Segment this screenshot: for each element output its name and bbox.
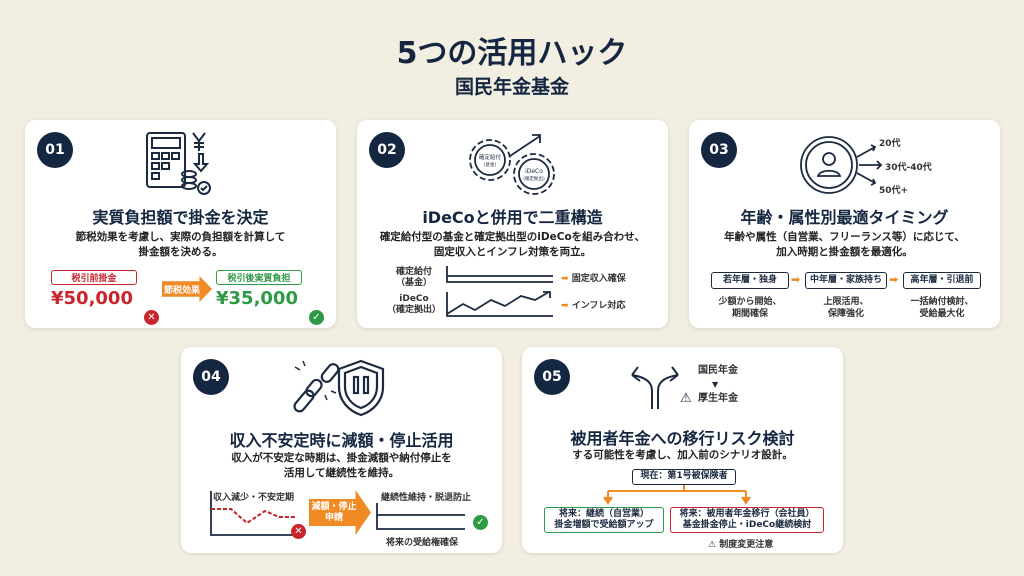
branch-connector bbox=[603, 485, 751, 505]
note-line1: 一括納付検討、 bbox=[910, 297, 974, 307]
warning-icon: ⚠ bbox=[708, 540, 720, 550]
arrow-icon: ➡ bbox=[561, 274, 572, 284]
card-title: 実質負担額で掛金を決定 bbox=[92, 208, 269, 227]
card-number: 05 bbox=[534, 359, 570, 395]
card-desc-line2: 掛金額を決める。 bbox=[138, 246, 223, 258]
arrow-icon: ➡ bbox=[889, 273, 899, 286]
card-01: 01 実質負担額で掛金を決定 節税効果を考慮し、実際の負担額を計算して 掛金額を… bbox=[25, 120, 336, 328]
stage-young: 若年層・独身 bbox=[711, 272, 789, 289]
row2-label-line2: （確定拠出） bbox=[387, 305, 442, 315]
to-label: 厚生年金 bbox=[698, 393, 738, 404]
stage-middle-note: 上限活用、保障強化 bbox=[805, 296, 887, 320]
future-transition-box: 将来：被用者年金移行（会社員）基金掛金停止・iDeCo継続検討 bbox=[670, 507, 824, 533]
row1-result: ➡ 固定収入確保 bbox=[561, 271, 626, 284]
continuity-label: 継続性維持・脱退防止 bbox=[381, 493, 472, 503]
card-number: 03 bbox=[701, 132, 737, 168]
note-line2: 期間確保 bbox=[731, 309, 768, 319]
card-title: 収入不安定時に減額・停止活用 bbox=[229, 431, 454, 450]
row2-label-line1: iDeCo bbox=[399, 294, 429, 304]
card-title: 年齢・属性別最適タイミング bbox=[740, 208, 949, 227]
note-line1: 上限活用、 bbox=[823, 297, 869, 307]
stable-line-chart bbox=[376, 503, 465, 530]
before-tax-label: 税引前掛金 bbox=[51, 270, 137, 285]
card-desc-line1: 年齢や属性（自営業、フリーランス等）に応じて、 bbox=[724, 231, 965, 243]
warning-icon: ⚠ bbox=[680, 391, 692, 406]
gear-label-db: 確定給付 bbox=[479, 153, 502, 161]
gears-icon: 確定給付 (基金) iDeCo (確定拠出) bbox=[469, 134, 555, 195]
age-label-30s-40s: 30代-40代 bbox=[885, 163, 932, 173]
box-line2: 掛金増額で受給額アップ bbox=[554, 520, 654, 530]
x-icon: ✕ bbox=[291, 524, 306, 539]
future-continue-box: 将来：継続（自営業）掛金増額で受給額アップ bbox=[544, 507, 664, 533]
card-number: 04 bbox=[193, 359, 229, 395]
card-desc-line1: 確定給付型の基金と確定拠出型のiDeCoを組み合わせ、 bbox=[379, 231, 646, 243]
system-change-warning: ⚠ 制度変更注意 bbox=[708, 537, 773, 550]
check-icon: ✓ bbox=[309, 310, 324, 325]
page-subtitle: 国民年金基金 bbox=[454, 76, 569, 98]
stage-young-note: 少額から開始、期間確保 bbox=[711, 296, 789, 320]
before-tax-value: ¥50,000 bbox=[51, 288, 133, 309]
gear-label-ideco: iDeCo bbox=[525, 168, 543, 175]
flat-vs-growth-lines bbox=[446, 266, 553, 317]
card-03: 03 20代 30代-40代 50代+ 年齢・属性別最適タイミング 年齢や属性（… bbox=[689, 120, 1000, 328]
row2-label: iDeCo（確定拠出） bbox=[387, 294, 441, 316]
broken-chain-shield-icon bbox=[293, 359, 385, 417]
card-desc-line2: 活用して継続性を維持。 bbox=[283, 467, 400, 479]
stage-senior-note: 一括納付検討、受給最大化 bbox=[903, 296, 981, 320]
card-number: 01 bbox=[37, 132, 73, 168]
declining-income-chart bbox=[210, 491, 299, 536]
arrow-icon: ➡ bbox=[791, 273, 801, 286]
row2-result-text: インフレ対応 bbox=[571, 301, 626, 311]
arrow-icon: ➡ bbox=[561, 301, 572, 311]
down-triangle-icon: ▼ bbox=[712, 380, 719, 389]
reduce-suspend-arrow: 減額・停止申請 bbox=[309, 490, 371, 535]
page-title: 5つの活用ハック bbox=[396, 36, 628, 71]
stage-senior: 高年層・引退前 bbox=[903, 272, 981, 289]
card-04: 04 収入不安定時に減額・停止活用 収入が不安定な時期は、掛金減額や納付停止を … bbox=[181, 347, 502, 553]
card-desc-line1: 収入が不安定な時期は、掛金減額や納付停止を bbox=[231, 452, 452, 464]
age-label-50s: 50代+ bbox=[879, 186, 909, 196]
clock-person-icon bbox=[800, 136, 883, 194]
from-label: 国民年金 bbox=[698, 365, 738, 376]
row1-label-line2: （基金） bbox=[395, 278, 432, 288]
card-title: 被用者年金への移行リスク検討 bbox=[570, 429, 795, 448]
age-label-20s: 20代 bbox=[879, 139, 901, 149]
row1-label: 確定給付（基金） bbox=[387, 267, 441, 289]
warning-text: 制度変更注意 bbox=[719, 540, 774, 550]
after-tax-value: ¥35,000 bbox=[216, 288, 298, 309]
after-tax-label: 税引後実質負担 bbox=[216, 270, 302, 285]
note-line2: 受給最大化 bbox=[919, 309, 965, 319]
card-number: 02 bbox=[369, 132, 405, 168]
row1-result-text: 固定収入確保 bbox=[571, 274, 626, 284]
row1-label-line1: 確定給付 bbox=[395, 267, 432, 277]
tax-effect-arrow: 節税効果 bbox=[162, 276, 212, 302]
current-status-box: 現在：第1号被保険者 bbox=[632, 469, 736, 485]
note-line2: 保障強化 bbox=[827, 309, 864, 319]
row2-result: ➡ インフレ対応 bbox=[561, 298, 625, 311]
card-desc-line2: 加入時期と掛金額を最適化。 bbox=[776, 246, 913, 258]
arrow-text-line1: 減額・停止 bbox=[311, 501, 357, 512]
income-drop-label: 収入減少・不安定期 bbox=[213, 493, 295, 503]
card-title: iDeCoと併用で二重構造 bbox=[422, 208, 603, 227]
x-icon: ✕ bbox=[144, 310, 159, 325]
calculator-yen-icon bbox=[146, 132, 211, 195]
note-line1: 少額から開始、 bbox=[718, 297, 782, 307]
box-line1: 将来：被用者年金移行（会社員） bbox=[679, 509, 815, 519]
arrow-text-line2: 申請 bbox=[324, 512, 343, 523]
card-05: 05 国民年金 ▼ ⚠ 厚生年金 被用者年金への移行リスク検討 する可能性を考慮… bbox=[522, 347, 843, 553]
pension-rights-label: 将来の受給権確保 bbox=[386, 538, 459, 548]
gear-sublabel-ideco: (確定拠出) bbox=[523, 175, 545, 182]
card-02: 02 確定給付 (基金) iDeCo (確定拠出) iDeCoと併用で二重構造 … bbox=[357, 120, 668, 328]
gear-sublabel-db: (基金) bbox=[484, 161, 497, 168]
check-icon: ✓ bbox=[473, 515, 488, 530]
stage-middle: 中年層・家族持ち bbox=[805, 272, 887, 289]
box-line1: 将来：継続（自営業） bbox=[558, 509, 649, 519]
box-line2: 基金掛金停止・iDeCo継続検討 bbox=[682, 520, 812, 530]
split-arrow-icon bbox=[631, 366, 679, 409]
card-desc-line1: する可能性を考慮し、加入前のシナリオ設計。 bbox=[572, 449, 793, 461]
card-desc-line2: 固定収入とインフレ対策を両立。 bbox=[433, 246, 592, 258]
card-desc-line1: 節税効果を考慮し、実際の負担額を計算して bbox=[75, 231, 286, 243]
